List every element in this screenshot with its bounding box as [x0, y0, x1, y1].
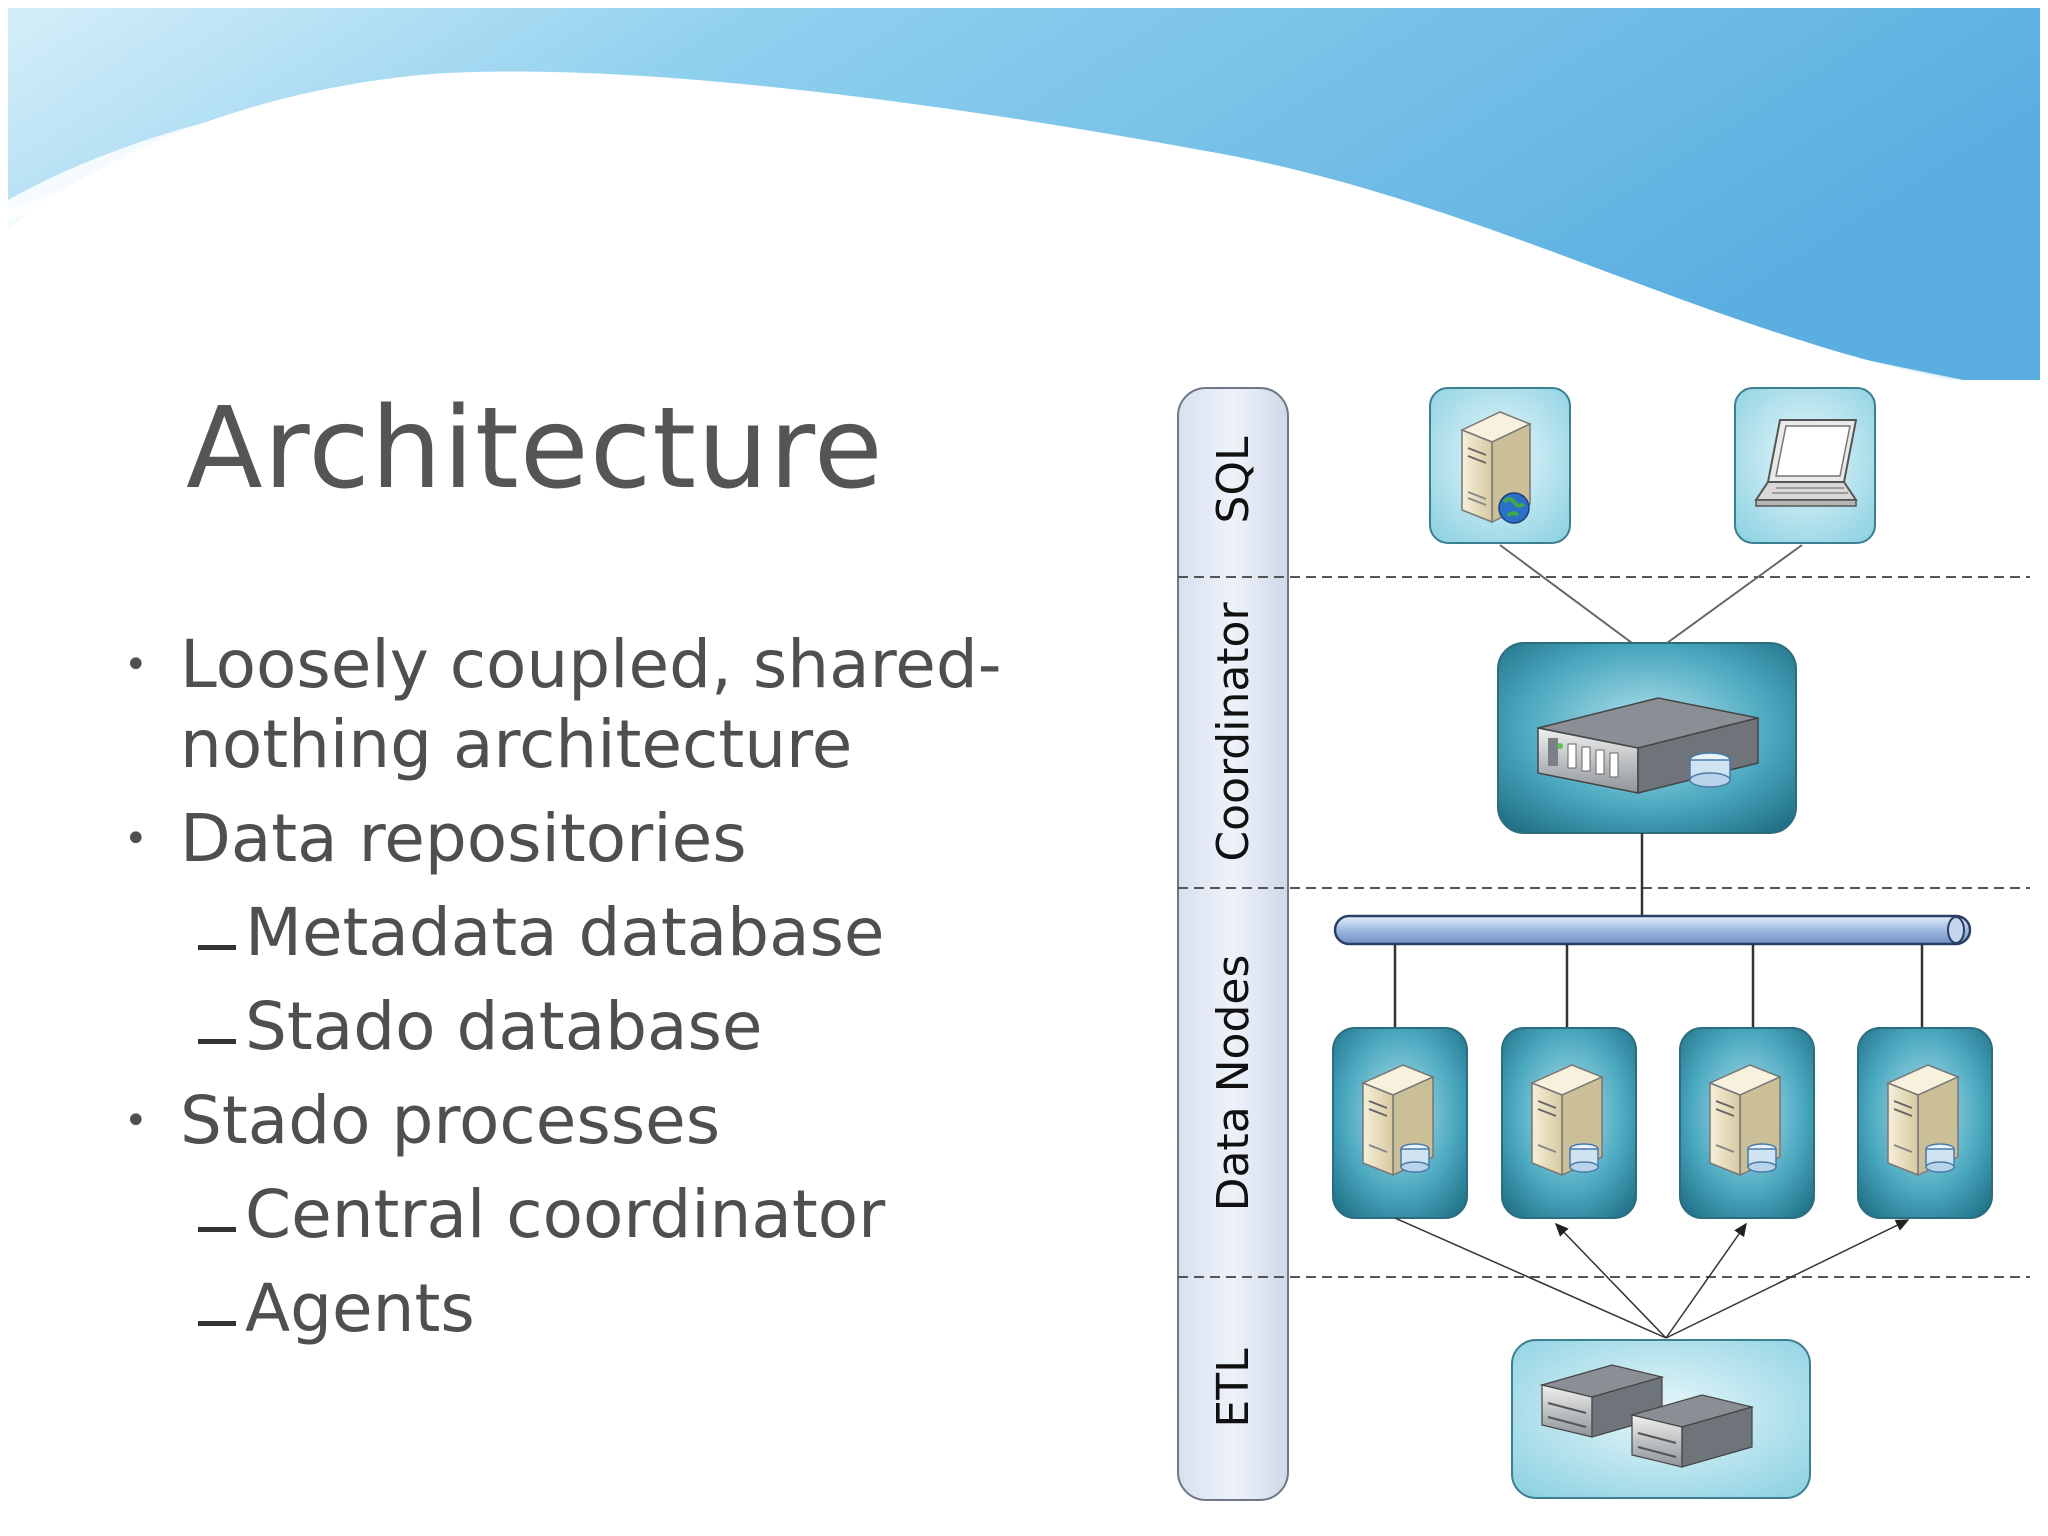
- bullet-dot-icon: •: [124, 816, 148, 862]
- dash-icon: [198, 1039, 236, 1044]
- database-server-icon: [1361, 1064, 1435, 1177]
- laptop-icon: [1754, 419, 1858, 507]
- header-swoosh-banner: [0, 0, 2048, 400]
- bullet-text: Data repositories: [180, 800, 747, 877]
- sql-client-laptop: [1734, 387, 1876, 544]
- database-server-icon: [1530, 1064, 1604, 1177]
- sub-bullet-text: Central coordinator: [245, 1176, 886, 1253]
- bullet-item: • Loosely coupled, shared- nothing archi…: [120, 625, 1120, 785]
- bullet-dot-icon: •: [124, 642, 148, 688]
- lane-label-sql: SQL: [1208, 436, 1259, 524]
- sub-bullet-item: Central coordinator: [120, 1175, 1120, 1255]
- bullet-list: • Loosely coupled, shared- nothing archi…: [120, 625, 1120, 1363]
- lane-label-data-nodes: Data Nodes: [1208, 955, 1259, 1212]
- sub-bullet-item: Metadata database: [120, 893, 1120, 973]
- data-node: [1332, 1027, 1468, 1219]
- bullet-text: Stado processes: [180, 1082, 721, 1159]
- sub-bullet-item: Stado database: [120, 987, 1120, 1067]
- bullet-dot-icon: •: [124, 1098, 148, 1144]
- web-server-icon: [1460, 411, 1532, 524]
- etl-node: [1511, 1339, 1811, 1499]
- coordinator-node: [1497, 642, 1797, 834]
- bullet-item: • Stado processes: [120, 1081, 1120, 1161]
- lane-label-etl: ETL: [1208, 1348, 1259, 1428]
- server-cluster-icon: [1539, 1364, 1755, 1468]
- dash-icon: [198, 1227, 236, 1232]
- data-node: [1679, 1027, 1815, 1219]
- dash-icon: [198, 1321, 236, 1326]
- bullet-item: • Data repositories: [120, 799, 1120, 879]
- lane-label-coordinator: Coordinator: [1208, 602, 1259, 862]
- slide-title: Architecture: [186, 384, 884, 514]
- database-server-icon: [1886, 1064, 1960, 1177]
- sql-client-web-server: [1429, 387, 1571, 544]
- database-server-icon: [1708, 1064, 1782, 1177]
- sub-bullet-text: Metadata database: [245, 894, 885, 971]
- sub-bullet-item: Agents: [120, 1269, 1120, 1349]
- data-node: [1501, 1027, 1637, 1219]
- architecture-diagram: SQL Coordinator Data Nodes ETL: [1170, 380, 2040, 1505]
- rack-server-icon: [1537, 697, 1759, 794]
- dash-icon: [198, 945, 236, 950]
- bullet-text: Loosely coupled, shared- nothing archite…: [180, 626, 1002, 783]
- sub-bullet-text: Stado database: [245, 988, 763, 1065]
- sub-bullet-text: Agents: [245, 1270, 475, 1347]
- network-bus: [1333, 914, 1972, 946]
- data-node: [1857, 1027, 1993, 1219]
